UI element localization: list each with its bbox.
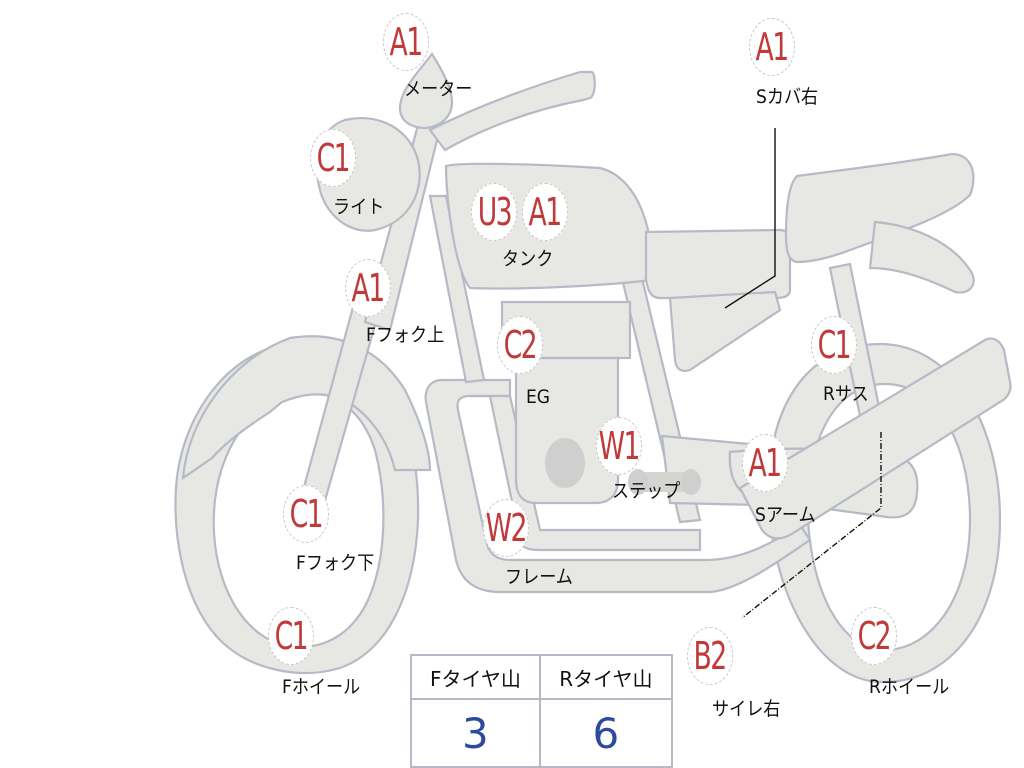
front-wheel-shape [174, 335, 432, 675]
grade-badge-light: C1 [310, 129, 356, 187]
part-label-frame: フレーム [505, 566, 573, 588]
grade-badge-step: W1 [596, 417, 642, 475]
grade-badge-engine: C2 [497, 316, 543, 374]
rear-tire-header: Rタイヤ山 [538, 654, 674, 700]
grade-badge-f-fork-upper: A1 [345, 259, 391, 317]
part-label-step: ステップ [612, 480, 681, 502]
grade-badge-r-suspension: C1 [811, 316, 857, 374]
grade-badge-tank-a1: A1 [522, 183, 568, 241]
part-label-muffler-r: サイレ右 [712, 698, 781, 720]
part-label-engine: EG [526, 386, 551, 408]
part-label-f-fork-lower: Fフォク下 [296, 552, 375, 574]
part-label-tank: タンク [502, 248, 554, 270]
part-label-swing-arm: Sアーム [755, 504, 816, 526]
grade-badge-r-wheel: C2 [851, 607, 897, 665]
grade-badge-f-fork-lower: C1 [283, 485, 329, 543]
front-tire-header: Fタイヤ山 [410, 654, 541, 700]
grade-badge-side-cover-r: A1 [749, 18, 795, 76]
handlebar-shape [428, 70, 596, 152]
grade-badge-muffler-r: B2 [687, 627, 733, 685]
meter-shape [398, 52, 454, 130]
leader-line-muffler [741, 432, 882, 619]
front-tire-value: 3 [410, 698, 541, 768]
grade-badge-tank-u3: U3 [471, 183, 517, 241]
grade-badge-frame: W2 [483, 499, 529, 557]
part-label-light: ライト [333, 196, 385, 218]
seat-shape [644, 152, 975, 372]
tire-tread-table: Fタイヤ山 Rタイヤ山 3 6 [410, 654, 674, 768]
part-label-meter: メーター [404, 78, 473, 100]
grade-badge-meter: A1 [383, 13, 429, 71]
rear-tire-value: 6 [538, 698, 674, 768]
part-label-f-fork-upper: Fフォク上 [366, 324, 445, 346]
part-label-f-wheel: Fホイール [282, 676, 361, 698]
part-label-side-cover-r: Sカバ右 [756, 86, 819, 108]
leader-line-side-cover [724, 128, 776, 309]
part-label-r-suspension: Rサス [823, 383, 869, 405]
part-label-r-wheel: Rホイール [869, 676, 950, 698]
grade-badge-f-wheel: C1 [268, 607, 314, 665]
grade-badge-swing-arm: A1 [742, 434, 788, 492]
